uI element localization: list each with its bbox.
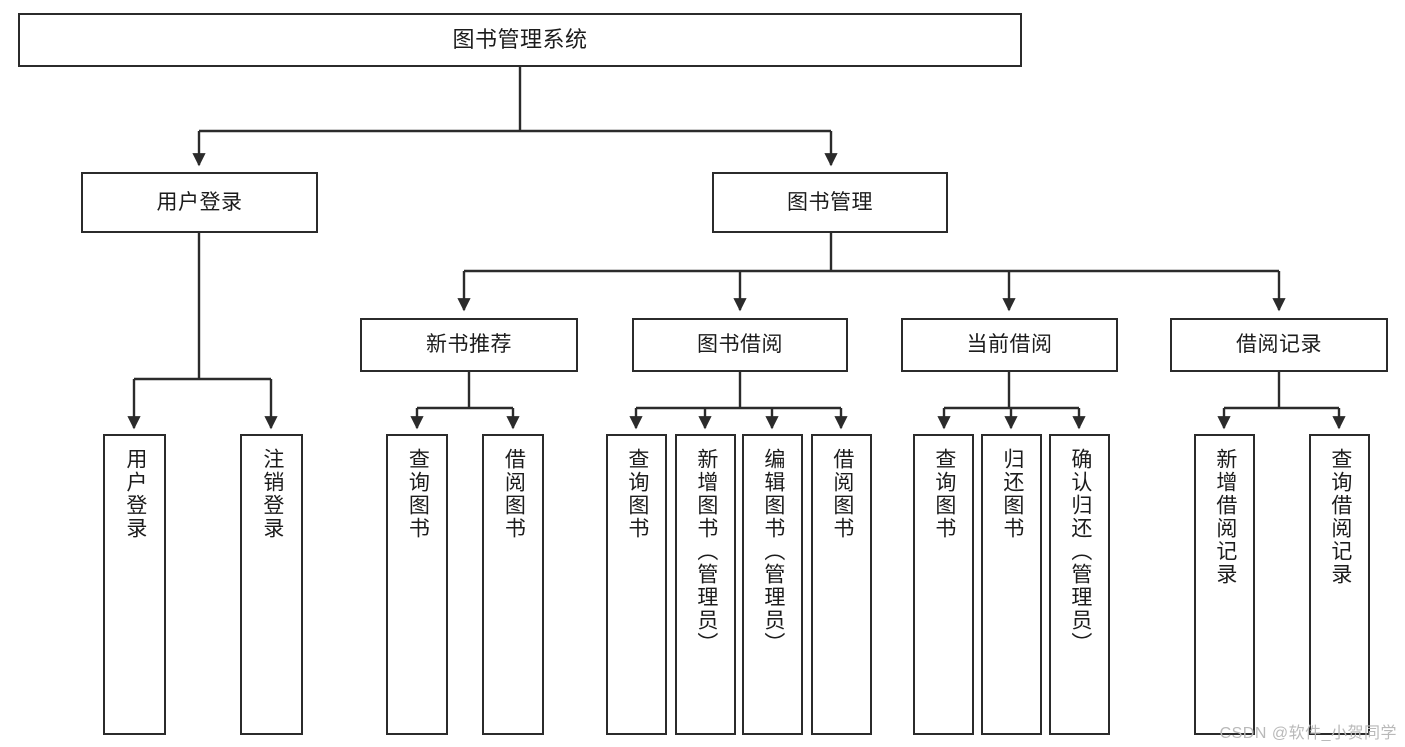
node-label: 新增图书（管理员） (694, 448, 718, 655)
node-label: 借阅图书 (830, 448, 854, 540)
node-label: 借阅记录 (1236, 333, 1322, 357)
node-leaf-edit-book[interactable]: 编辑图书（管理员） (742, 434, 803, 735)
node-root-book-management-system[interactable]: 图书管理系统 (18, 13, 1022, 67)
node-leaf-confirm-return[interactable]: 确认归还（管理员） (1049, 434, 1110, 735)
node-leaf-borrow-book-recommend[interactable]: 借阅图书 (482, 434, 544, 735)
node-label: 查询图书 (406, 448, 430, 540)
node-label: 查询借阅记录 (1328, 448, 1352, 586)
node-label: 编辑图书（管理员） (761, 448, 785, 655)
node-leaf-user-logout[interactable]: 注销登录 (240, 434, 303, 735)
node-leaf-add-book[interactable]: 新增图书（管理员） (675, 434, 736, 735)
node-label: 用户登录 (123, 448, 147, 540)
node-label: 查询图书 (932, 448, 956, 540)
node-leaf-query-book-borrow[interactable]: 查询图书 (606, 434, 667, 735)
node-label: 归还图书 (1000, 448, 1024, 540)
node-leaf-query-book-current[interactable]: 查询图书 (913, 434, 974, 735)
node-label: 新书推荐 (426, 333, 512, 357)
node-book-management[interactable]: 图书管理 (712, 172, 948, 233)
node-label: 当前借阅 (966, 333, 1053, 357)
node-leaf-add-borrow-record[interactable]: 新增借阅记录 (1194, 434, 1255, 735)
node-label: 图书借阅 (697, 333, 783, 357)
node-user-login[interactable]: 用户登录 (81, 172, 318, 233)
node-label: 图书管理 (787, 190, 873, 214)
node-label: 注销登录 (260, 448, 284, 540)
node-label: 确认归还（管理员） (1068, 448, 1092, 655)
node-new-book-recommend[interactable]: 新书推荐 (360, 318, 578, 372)
node-label: 新增借阅记录 (1213, 448, 1237, 586)
node-leaf-user-login[interactable]: 用户登录 (103, 434, 166, 735)
node-leaf-query-borrow-record[interactable]: 查询借阅记录 (1309, 434, 1370, 735)
node-label: 用户登录 (156, 190, 243, 214)
node-label: 借阅图书 (502, 448, 526, 540)
node-label: 图书管理系统 (452, 26, 588, 52)
node-leaf-borrow-book[interactable]: 借阅图书 (811, 434, 872, 735)
node-leaf-query-book-recommend[interactable]: 查询图书 (386, 434, 448, 735)
watermark-text: CSDN @软件_小贺同学 (1219, 725, 1397, 742)
node-borrow-record[interactable]: 借阅记录 (1170, 318, 1388, 372)
node-current-borrow[interactable]: 当前借阅 (901, 318, 1118, 372)
node-leaf-return-book[interactable]: 归还图书 (981, 434, 1042, 735)
node-label: 查询图书 (625, 448, 649, 540)
node-book-borrow[interactable]: 图书借阅 (632, 318, 848, 372)
